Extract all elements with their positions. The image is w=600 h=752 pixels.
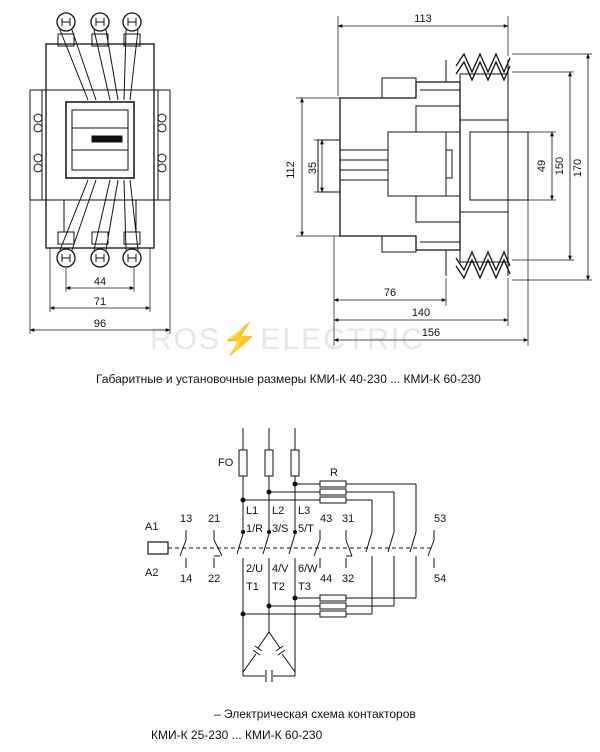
- dim-76: 76: [384, 287, 396, 299]
- dim-156: 156: [422, 327, 440, 339]
- label-32: 32: [342, 573, 354, 585]
- side-view: 113 112 35 49 150 170 76 140 156: [285, 13, 592, 346]
- bottom-terminals: [56, 179, 142, 268]
- label-43: 43: [320, 513, 332, 525]
- label-22: 22: [208, 573, 220, 585]
- label-21: 21: [208, 513, 220, 525]
- label-53: 53: [434, 513, 446, 525]
- label-5t: 5/T: [298, 523, 314, 535]
- label-1r: 1/R: [246, 523, 263, 535]
- label-a1: A1: [145, 521, 158, 533]
- label-fo: FO: [218, 457, 234, 469]
- label-t1: T1: [246, 581, 259, 593]
- dim-140: 140: [412, 307, 430, 319]
- dim-49: 49: [536, 160, 548, 172]
- dim-71: 71: [94, 296, 106, 308]
- label-2u: 2/U: [246, 563, 263, 575]
- dim-112: 112: [285, 161, 297, 179]
- label-t3: T3: [298, 581, 311, 593]
- dim-96: 96: [94, 318, 106, 330]
- label-13: 13: [180, 513, 192, 525]
- label-4v: 4/V: [272, 563, 289, 575]
- caption-dimensions: Габаритные и установочные размеры КМИ-К …: [96, 372, 481, 386]
- dim-170: 170: [572, 159, 584, 177]
- label-14: 14: [180, 573, 192, 585]
- dim-113: 113: [414, 13, 432, 25]
- watermark-bolt-icon: ⚡: [221, 323, 261, 356]
- dim-35: 35: [307, 162, 319, 174]
- label-31: 31: [342, 513, 354, 525]
- front-view: 44 71 96: [29, 12, 171, 334]
- label-l3: L3: [298, 505, 310, 517]
- dim-44: 44: [94, 276, 106, 288]
- caption-scheme-title: – Электрическая схема контакторов: [214, 707, 416, 721]
- dim-150: 150: [554, 157, 566, 175]
- label-r: R: [330, 467, 338, 479]
- label-54: 54: [434, 573, 446, 585]
- label-a2: A2: [145, 567, 158, 579]
- label-l2: L2: [272, 505, 284, 517]
- label-44: 44: [320, 573, 332, 585]
- label-t2: T2: [272, 581, 285, 593]
- top-terminals: [56, 12, 142, 101]
- label-6w: 6/W: [298, 563, 318, 575]
- label-3s: 3/S: [272, 523, 289, 535]
- electrical-schematic: FO R A1 A2 13 14 21 22 L1 L2 L3 1/R 3/S …: [145, 428, 446, 682]
- caption-scheme-models: КМИ-К 25-230 ... КМИ-К 60-230: [151, 728, 323, 742]
- label-l1: L1: [246, 505, 258, 517]
